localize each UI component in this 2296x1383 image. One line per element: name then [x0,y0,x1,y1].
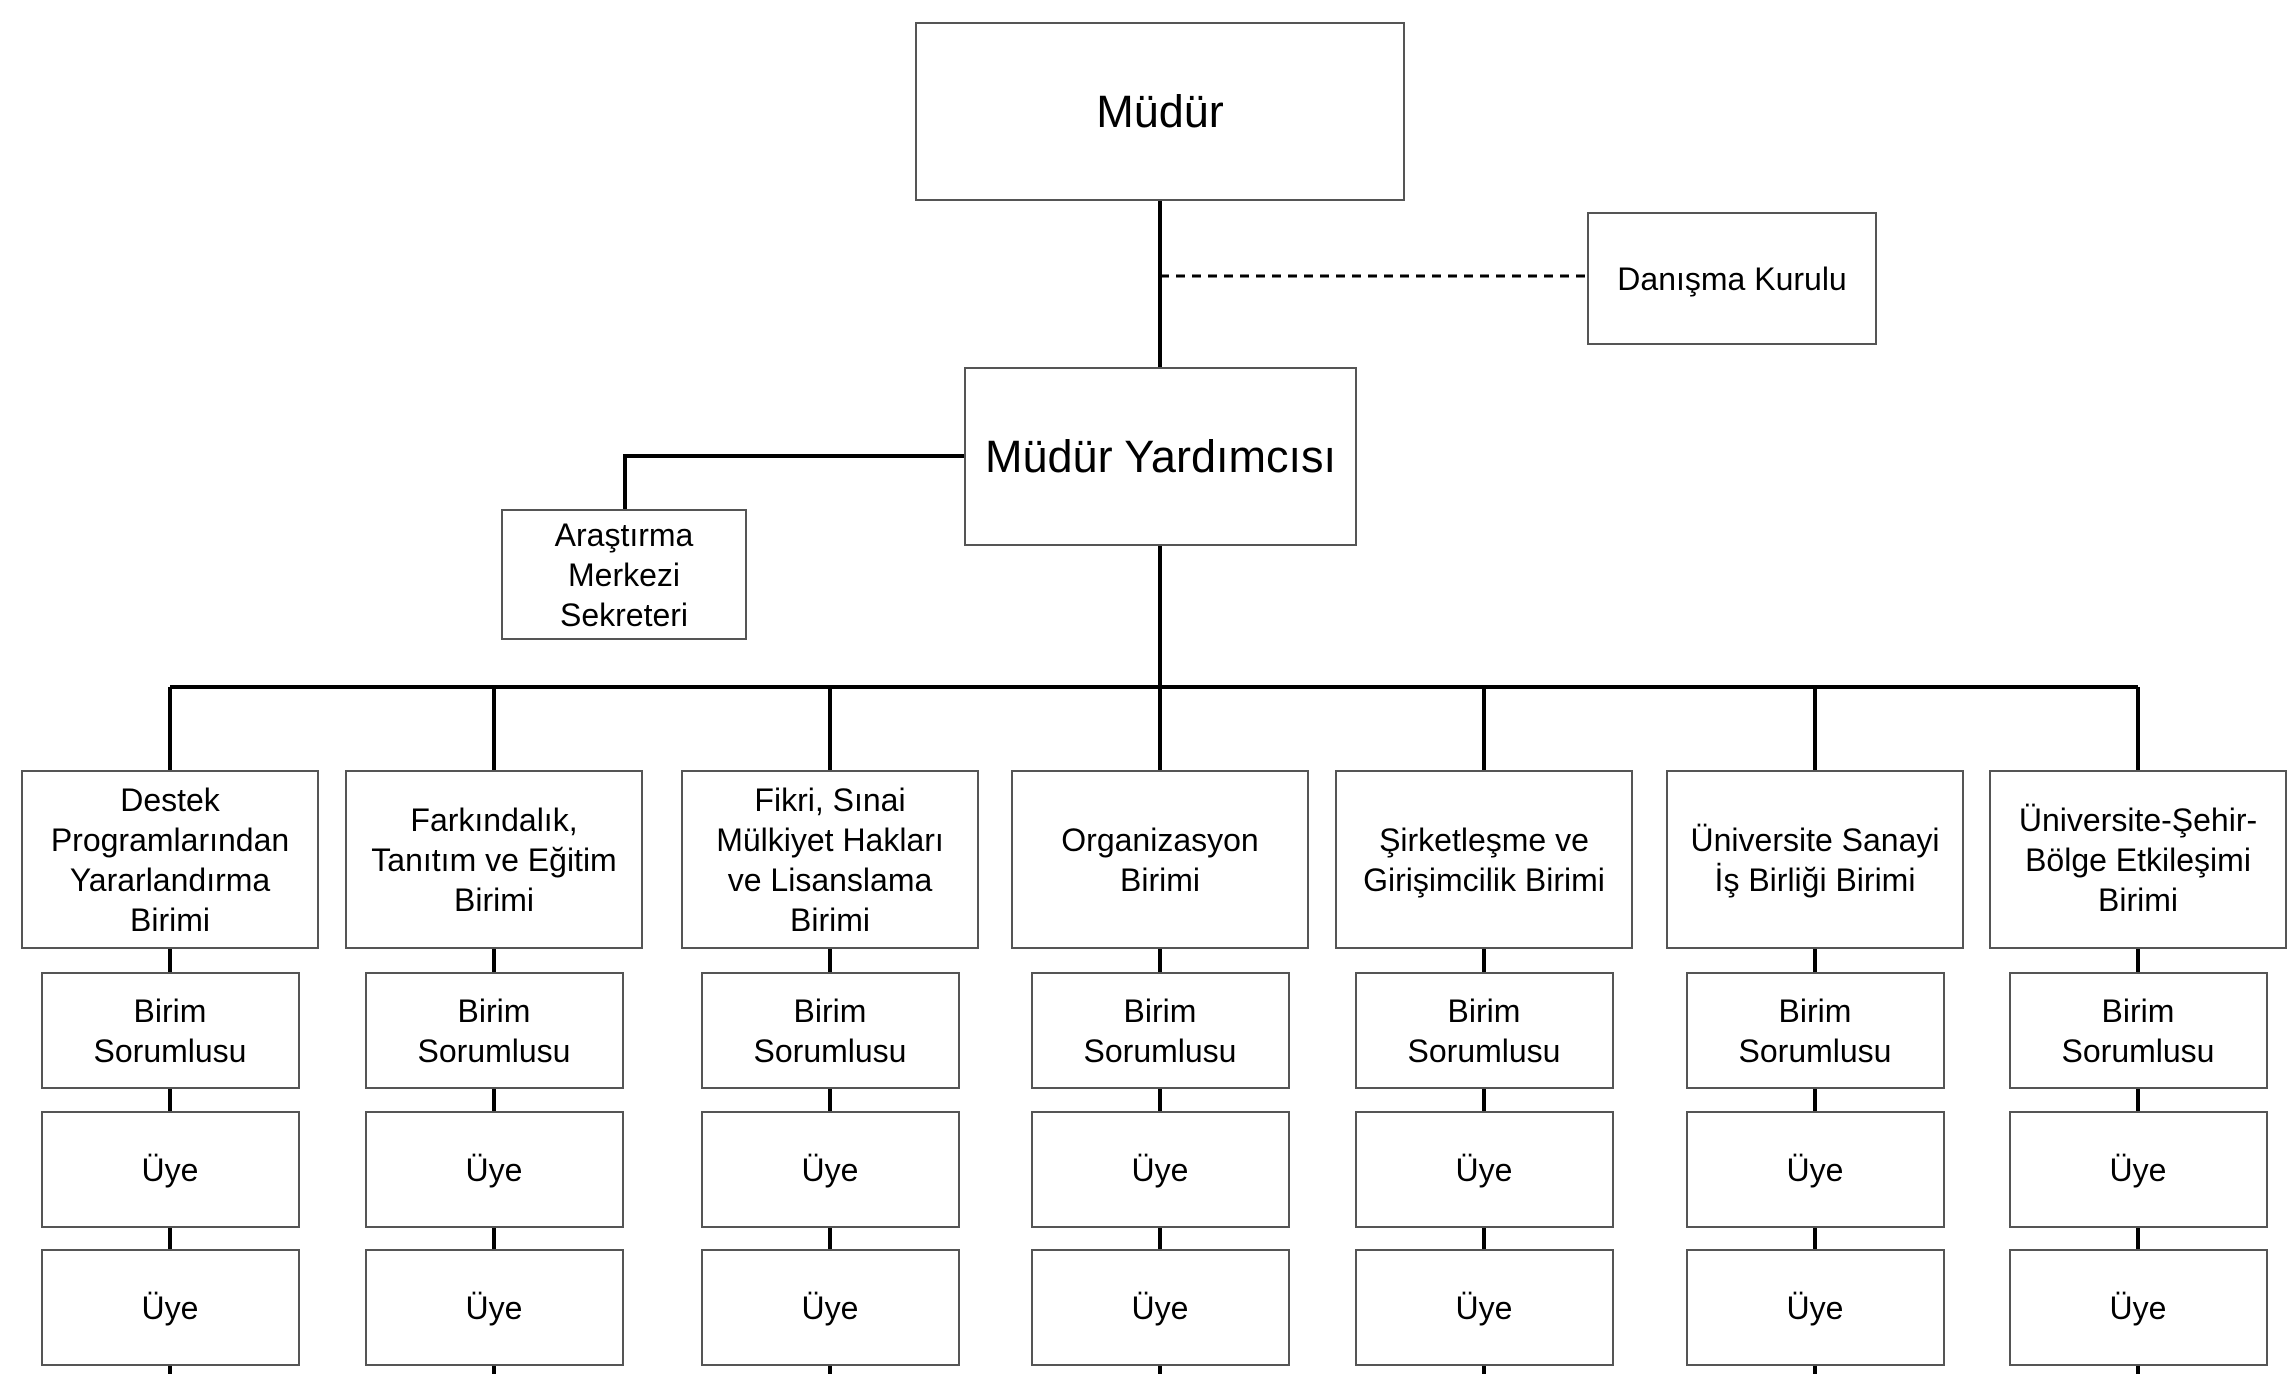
member-box-label: Üye [141,1289,199,1326]
secretary-box: Araştırma Merkezi Sekreteri [501,509,747,640]
member-box: Üye [700,1249,960,1366]
member-box: Üye [364,1249,624,1366]
unit-head-box-label: Birim Sorumlusu [1407,992,1561,1069]
unit-head-box: Birim Sorumlusu [2008,972,2268,1089]
member-box: Üye [40,1249,300,1366]
member-box: Üye [1685,1249,1945,1366]
unit-head-box: Birim Sorumlusu [700,972,960,1089]
member-box-label: Üye [1455,1151,1513,1188]
unit-box-label: Üniversite-Şehir- Bölge Etkileşimi Birim… [2018,801,2258,918]
unit-box: Üniversite-Şehir- Bölge Etkileşimi Birim… [1989,770,2287,949]
member-box-label: Üye [801,1151,859,1188]
member-box-label: Üye [1786,1289,1844,1326]
member-box: Üye [1354,1249,1614,1366]
unit-head-box: Birim Sorumlusu [1030,972,1290,1089]
unit-box: Fikri, Sınai Mülkiyet Hakları ve Lisansl… [681,770,979,949]
member-box-label: Üye [465,1151,523,1188]
unit-head-box-label: Birim Sorumlusu [417,992,571,1069]
member-box-label: Üye [1131,1151,1189,1188]
member-box-label: Üye [801,1289,859,1326]
unit-box-label: Farkındalık, Tanıtım ve Eğitim Birimi [371,801,617,918]
member-box: Üye [364,1111,624,1228]
member-box-label: Üye [141,1151,199,1188]
member-box-label: Üye [465,1289,523,1326]
unit-box: Farkındalık, Tanıtım ve Eğitim Birimi [345,770,643,949]
member-box: Üye [40,1111,300,1228]
unit-box: Şirketleşme ve Girişimcilik Birimi [1335,770,1633,949]
member-box: Üye [1354,1111,1614,1228]
member-box: Üye [2008,1111,2268,1228]
unit-head-box-label: Birim Sorumlusu [753,992,907,1069]
director-box: Müdür [915,22,1405,201]
deputy-director-box: Müdür Yardımcısı [964,367,1357,546]
unit-box-label: Organizasyon Birimi [1061,821,1259,898]
member-box-label: Üye [2109,1151,2167,1188]
unit-box: Destek Programlarından Yararlandırma Bir… [21,770,319,949]
unit-box: Üniversite Sanayi İş Birliği Birimi [1666,770,1964,949]
director-label: Müdür [1096,85,1224,137]
member-box-label: Üye [2109,1289,2167,1326]
unit-head-box: Birim Sorumlusu [1354,972,1614,1089]
member-box-label: Üye [1455,1289,1513,1326]
unit-head-box-label: Birim Sorumlusu [1738,992,1892,1069]
unit-head-box-label: Birim Sorumlusu [93,992,247,1069]
line-deputy-secretary [623,454,964,510]
unit-head-box: Birim Sorumlusu [40,972,300,1089]
unit-head-box: Birim Sorumlusu [1685,972,1945,1089]
unit-box-label: Üniversite Sanayi İş Birliği Birimi [1690,821,1940,898]
advisory-board-box: Danışma Kurulu [1587,212,1877,345]
unit-box-label: Destek Programlarından Yararlandırma Bir… [50,781,290,938]
advisory-board-label: Danışma Kurulu [1617,260,1847,297]
unit-box-label: Fikri, Sınai Mülkiyet Hakları ve Lisansl… [716,781,944,938]
secretary-label: Araştırma Merkezi Sekreteri [554,516,694,633]
member-box-label: Üye [1131,1289,1189,1326]
unit-box-label: Şirketleşme ve Girişimcilik Birimi [1363,821,1605,898]
member-box-label: Üye [1786,1151,1844,1188]
member-box: Üye [1030,1249,1290,1366]
deputy-director-label: Müdür Yardımcısı [985,430,1336,482]
member-box: Üye [1685,1111,1945,1228]
unit-head-box: Birim Sorumlusu [364,972,624,1089]
unit-head-box-label: Birim Sorumlusu [2061,992,2215,1069]
unit-head-box-label: Birim Sorumlusu [1083,992,1237,1069]
unit-box: Organizasyon Birimi [1011,770,1309,949]
member-box: Üye [700,1111,960,1228]
member-box: Üye [1030,1111,1290,1228]
member-box: Üye [2008,1249,2268,1366]
